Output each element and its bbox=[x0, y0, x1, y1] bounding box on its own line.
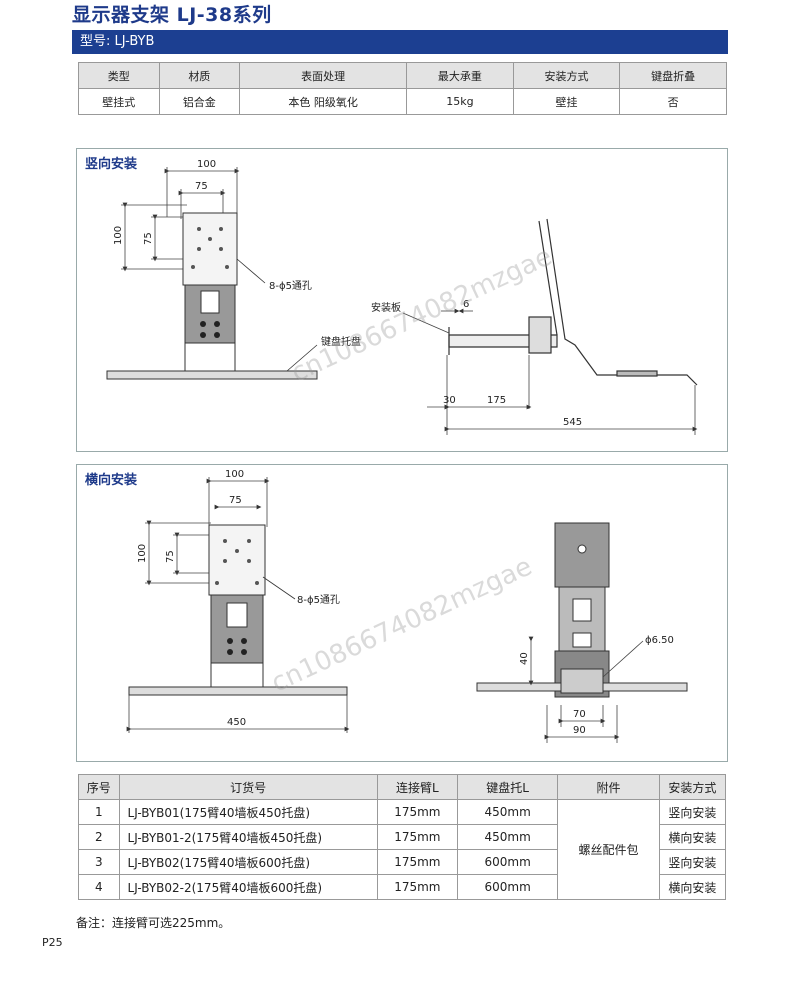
order-code: LJ-BYB01(175臂40墙板450托盘) bbox=[118, 799, 378, 825]
order-header: 键盘托L bbox=[457, 774, 559, 800]
dim-label: 100 bbox=[197, 159, 216, 170]
horizontal-install-panel: 横向安装 bbox=[76, 464, 728, 762]
dim-label: 450 bbox=[227, 717, 246, 728]
vertical-install-panel: 竖向安装 bbox=[76, 148, 728, 452]
horizontal-install-title: 横向安装 bbox=[85, 473, 138, 488]
order-header-row: 序号 订货号 连接臂L 键盘托L 附件 安装方式 bbox=[78, 774, 727, 800]
spec-value: 15kg bbox=[406, 88, 514, 115]
order-code: LJ-BYB02-2(175臂40墙板600托盘) bbox=[118, 874, 378, 900]
table-row: 2 LJ-BYB01-2(175臂40墙板450托盘) 175mm 450mm … bbox=[78, 824, 727, 850]
dim-label: 100 bbox=[113, 226, 124, 245]
dim-label: 175 bbox=[487, 395, 506, 406]
table-row: 1 LJ-BYB01(175臂40墙板450托盘) 175mm 450mm 螺丝… bbox=[78, 799, 727, 900]
dim-label: 100 bbox=[225, 469, 244, 480]
diameter-label: ϕ6.50 bbox=[645, 635, 674, 646]
spec-header: 表面处理 bbox=[239, 62, 408, 89]
dim-label: 70 bbox=[573, 709, 586, 720]
spec-header: 安装方式 bbox=[512, 62, 621, 89]
dim-label: 75 bbox=[165, 550, 176, 563]
vertical-install-title: 竖向安装 bbox=[85, 157, 138, 172]
dim-label: 75 bbox=[195, 181, 208, 192]
table-row: 3 LJ-BYB02(175臂40墙板600托盘) 175mm 600mm 竖向… bbox=[78, 849, 727, 875]
spec-value: 本色 阳级氧化 bbox=[239, 88, 408, 115]
tray-label: 键盘托盘 bbox=[321, 335, 361, 348]
order-header: 序号 bbox=[78, 774, 120, 800]
order-header: 订货号 bbox=[118, 774, 378, 800]
order-table: 序号 订货号 连接臂L 键盘托L 附件 安装方式 1 LJ-BYB01(175臂… bbox=[78, 774, 727, 900]
vertical-install-drawing: 100 75 100 75 8-ϕ5通孔 键盘托盘 安装板 6 30 175 5… bbox=[106, 159, 698, 435]
order-no: 3 bbox=[78, 849, 120, 875]
spec-header: 最大承重 bbox=[406, 62, 514, 89]
order-code: LJ-BYB02(175臂40墙板600托盘) bbox=[118, 849, 378, 875]
order-tray: 450mm bbox=[457, 799, 559, 825]
order-mount: 竖向安装 bbox=[658, 799, 727, 825]
order-tray: 450mm bbox=[457, 824, 559, 850]
dim-label: 90 bbox=[573, 725, 586, 736]
order-arm: 175mm bbox=[376, 824, 459, 850]
hole-label: 8-ϕ5通孔 bbox=[297, 594, 340, 606]
page-number: P25 bbox=[42, 936, 63, 949]
spec-value: 否 bbox=[619, 88, 727, 115]
horizontal-install-drawing: 100 75 100 75 8-ϕ5通孔 450 ϕ6.50 40 70 90 bbox=[126, 469, 688, 743]
order-header: 安装方式 bbox=[658, 774, 727, 800]
dim-label: 75 bbox=[143, 232, 154, 245]
spec-value-row: 壁挂式 铝合金 本色 阳级氧化 15kg 壁挂 否 bbox=[78, 88, 727, 115]
order-tray: 600mm bbox=[457, 874, 559, 900]
order-tray: 600mm bbox=[457, 849, 559, 875]
order-no: 2 bbox=[78, 824, 120, 850]
order-arm: 175mm bbox=[376, 874, 459, 900]
spec-header: 键盘折叠 bbox=[619, 62, 727, 89]
order-mount: 横向安装 bbox=[658, 874, 727, 900]
model-bar: 型号: LJ-BYB bbox=[72, 30, 728, 54]
plate-label: 安装板 bbox=[371, 301, 401, 314]
spec-header: 材质 bbox=[158, 62, 241, 89]
spec-value: 壁挂式 bbox=[78, 88, 160, 115]
order-arm: 175mm bbox=[376, 849, 459, 875]
order-mount: 横向安装 bbox=[658, 824, 727, 850]
spec-value: 铝合金 bbox=[158, 88, 241, 115]
order-header: 连接臂L bbox=[376, 774, 459, 800]
spec-header-row: 类型 材质 表面处理 最大承重 安装方式 键盘折叠 bbox=[78, 62, 727, 89]
dim-label: 30 bbox=[443, 395, 456, 406]
order-no: 1 bbox=[78, 799, 120, 825]
dim-label: 6 bbox=[463, 299, 469, 310]
page-title: 显示器支架 LJ-38系列 bbox=[72, 4, 272, 26]
dim-label: 75 bbox=[229, 495, 242, 506]
order-code: LJ-BYB01-2(175臂40墙板450托盘) bbox=[118, 824, 378, 850]
table-row: 4 LJ-BYB02-2(175臂40墙板600托盘) 175mm 600mm … bbox=[78, 874, 727, 900]
order-no: 4 bbox=[78, 874, 120, 900]
order-arm: 175mm bbox=[376, 799, 459, 825]
spec-table: 类型 材质 表面处理 最大承重 安装方式 键盘折叠 壁挂式 铝合金 本色 阳级氧… bbox=[78, 62, 727, 115]
order-accessory: 螺丝配件包 bbox=[557, 799, 660, 900]
spec-value: 壁挂 bbox=[512, 88, 621, 115]
dim-label: 100 bbox=[137, 544, 148, 563]
order-mount: 竖向安装 bbox=[658, 849, 727, 875]
dim-label: 545 bbox=[563, 417, 582, 428]
dim-label: 40 bbox=[519, 652, 530, 665]
spec-header: 类型 bbox=[78, 62, 160, 89]
hole-label: 8-ϕ5通孔 bbox=[269, 280, 312, 292]
order-header: 附件 bbox=[557, 774, 660, 800]
footnote: 备注：连接臂可选225mm。 bbox=[76, 916, 231, 930]
